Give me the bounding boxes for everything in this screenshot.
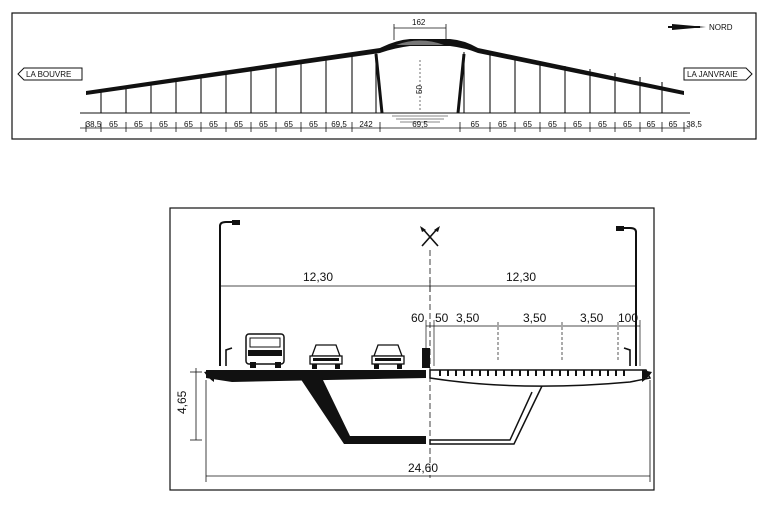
deck-slab-left: [206, 370, 426, 382]
span-label: 69,5: [331, 120, 347, 129]
right-bank-label: LA JANVRAIE: [687, 70, 738, 79]
lane-dim-label-2: 50: [435, 311, 449, 325]
lamp-post-left: [219, 221, 236, 366]
axis-symbol-icon: [420, 226, 440, 247]
height-label: 50: [415, 85, 424, 94]
span-label: 65: [109, 120, 118, 129]
span-label: 65: [548, 120, 557, 129]
span-ticks: [85, 122, 685, 132]
span-label: 65: [623, 120, 632, 129]
elevation-view: NORD LA BOUVRE LA JANVRAIE 162: [11, 12, 757, 140]
deck-ribs: [439, 370, 625, 376]
span-label: 65: [498, 120, 507, 129]
span-label: 65: [259, 120, 268, 129]
depth-label: 4,65: [175, 390, 189, 414]
span-label: 69,5: [412, 120, 428, 129]
half-width-left-label: 12,30: [303, 270, 333, 284]
span-label: 65: [573, 120, 582, 129]
span-label: 65: [234, 120, 243, 129]
span-label: 65: [209, 120, 218, 129]
car-icon-1: [309, 344, 343, 369]
deck-profile: [86, 39, 684, 95]
top-span-label: 162: [412, 18, 426, 27]
total-width-label: 24,60: [408, 461, 438, 475]
main-piers: [374, 53, 466, 114]
lane-dim-label-4: 3,50: [523, 311, 547, 325]
span-label: 65: [184, 120, 193, 129]
span-label: 65: [134, 120, 143, 129]
span-labels: 38,5 65 65 65 65 65 65 65 65 65 69,5 242 69,5 65 65 65 6…: [86, 120, 703, 129]
section-frame: [169, 207, 655, 491]
span-label: 65: [159, 120, 168, 129]
span-label: 65: [309, 120, 318, 129]
north-label: NORD: [709, 23, 733, 32]
cross-section-view: 12,30 12,30 60 50 3,50 3,50 3,50 100: [169, 207, 655, 491]
span-label: 65: [598, 120, 607, 129]
lane-dim-label-1: 60: [411, 311, 425, 325]
piers: [100, 52, 663, 113]
lane-dim-label-6: 100: [618, 311, 638, 325]
parapet-left: [225, 347, 233, 366]
lamp-post-right: [622, 227, 637, 366]
span-label: 242: [359, 120, 373, 129]
right-bank-tag: LA JANVRAIE: [683, 67, 753, 81]
car-icon-2: [371, 344, 405, 369]
span-label: 65: [284, 120, 293, 129]
span-label: 65: [471, 120, 480, 129]
box-girder-left: [300, 378, 426, 444]
lane-dim-label-5: 3,50: [580, 311, 604, 325]
parapet-right: [623, 347, 631, 366]
span-label: 38,5: [86, 120, 102, 129]
lane-dim-label-3: 3,50: [456, 311, 480, 325]
box-girder-right: [429, 385, 543, 445]
span-label: 65: [669, 120, 678, 129]
deck-slab-right: [429, 369, 652, 387]
left-bank-label: LA BOUVRE: [26, 70, 71, 79]
central-hump: [396, 40, 444, 45]
half-width-right-label: 12,30: [506, 270, 536, 284]
north-arrow-icon: [668, 24, 706, 30]
truck-icon: [245, 333, 285, 368]
span-label: 38,5: [686, 120, 702, 129]
median-barrier: [422, 348, 430, 368]
left-bank-tag: LA BOUVRE: [17, 67, 83, 81]
lane-dim-ticks: [425, 320, 641, 366]
elevation-frame: [11, 12, 757, 140]
water-lines: [392, 115, 448, 123]
span-label: 65: [647, 120, 656, 129]
span-label: 65: [523, 120, 532, 129]
